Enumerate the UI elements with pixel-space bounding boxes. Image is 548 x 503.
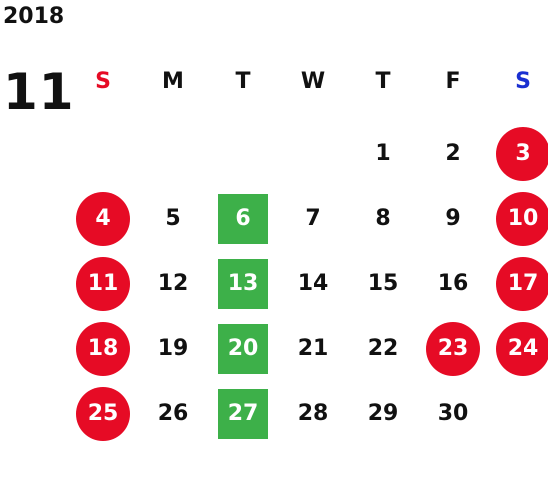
day-13-highlight-marker: 13	[218, 258, 268, 309]
day-cell: 25	[68, 381, 138, 446]
day-cell: 9	[418, 186, 488, 251]
weekday-header-thursday: T	[375, 68, 391, 94]
day-cell: 6	[208, 186, 278, 251]
weekday-header-wednesday: W	[300, 68, 326, 94]
day-cell: 15	[348, 251, 418, 316]
day-17-holiday-marker: 17	[496, 256, 548, 311]
day-cell: 7	[278, 186, 348, 251]
day-28: 28	[297, 401, 329, 426]
day-cell: 2	[418, 121, 488, 186]
day-7: 7	[305, 206, 321, 231]
day-18-holiday-marker: 18	[76, 321, 130, 376]
weekday-header-monday: M	[162, 68, 184, 94]
day-cell: 14	[278, 251, 348, 316]
day-22: 22	[367, 336, 399, 361]
day-27-highlight-marker: 27	[218, 388, 268, 439]
weekday-header-friday: F	[445, 68, 461, 94]
day-6-highlight-marker: 6	[218, 193, 268, 244]
day-cell: 13	[208, 251, 278, 316]
day-25-holiday-marker: 25	[76, 386, 130, 441]
day-cell: 21	[278, 316, 348, 381]
day-5: 5	[165, 206, 181, 231]
day-12: 12	[157, 271, 189, 296]
day-23-holiday-marker: 23	[426, 321, 480, 376]
day-cell: 26	[138, 381, 208, 446]
day-8: 8	[375, 206, 391, 231]
day-cell: 16	[418, 251, 488, 316]
day-9: 9	[445, 206, 461, 231]
day-2: 2	[445, 141, 461, 166]
day-cell: 23	[418, 316, 488, 381]
day-cell: 19	[138, 316, 208, 381]
day-4-holiday-marker: 4	[76, 191, 130, 246]
calendar-month: 11	[3, 63, 75, 121]
day-19: 19	[157, 336, 189, 361]
day-cell: 30	[418, 381, 488, 446]
day-24-holiday-marker: 24	[496, 321, 548, 376]
empty-day-cell	[488, 381, 548, 446]
day-15: 15	[367, 271, 399, 296]
empty-day-cell	[278, 121, 348, 186]
weekday-header-saturday: S	[515, 68, 531, 94]
empty-day-cell	[138, 121, 208, 186]
day-cell: 4	[68, 186, 138, 251]
day-cell: 24	[488, 316, 548, 381]
day-cell: 10	[488, 186, 548, 251]
day-cell: 28	[278, 381, 348, 446]
day-cell: 27	[208, 381, 278, 446]
empty-day-cell	[208, 121, 278, 186]
day-3-holiday-marker: 3	[496, 126, 548, 181]
day-cell: 18	[68, 316, 138, 381]
weekday-header-tuesday: T	[235, 68, 251, 94]
day-cell: 12	[138, 251, 208, 316]
day-cell: 29	[348, 381, 418, 446]
day-1: 1	[375, 141, 391, 166]
day-cell: 11	[68, 251, 138, 316]
day-cell: 20	[208, 316, 278, 381]
day-cell: 3	[488, 121, 548, 186]
day-26: 26	[157, 401, 189, 426]
day-cell: 5	[138, 186, 208, 251]
day-cell: 1	[348, 121, 418, 186]
day-29: 29	[367, 401, 399, 426]
day-11-holiday-marker: 11	[76, 256, 130, 311]
day-14: 14	[297, 271, 329, 296]
day-21: 21	[297, 336, 329, 361]
day-30: 30	[437, 401, 469, 426]
calendar-year: 2018	[3, 4, 65, 29]
weekday-header-sunday: S	[95, 68, 111, 94]
day-cell: 22	[348, 316, 418, 381]
empty-day-cell	[68, 121, 138, 186]
day-16: 16	[437, 271, 469, 296]
day-cell: 17	[488, 251, 548, 316]
day-cell: 8	[348, 186, 418, 251]
day-10-holiday-marker: 10	[496, 191, 548, 246]
day-20-highlight-marker: 20	[218, 323, 268, 374]
